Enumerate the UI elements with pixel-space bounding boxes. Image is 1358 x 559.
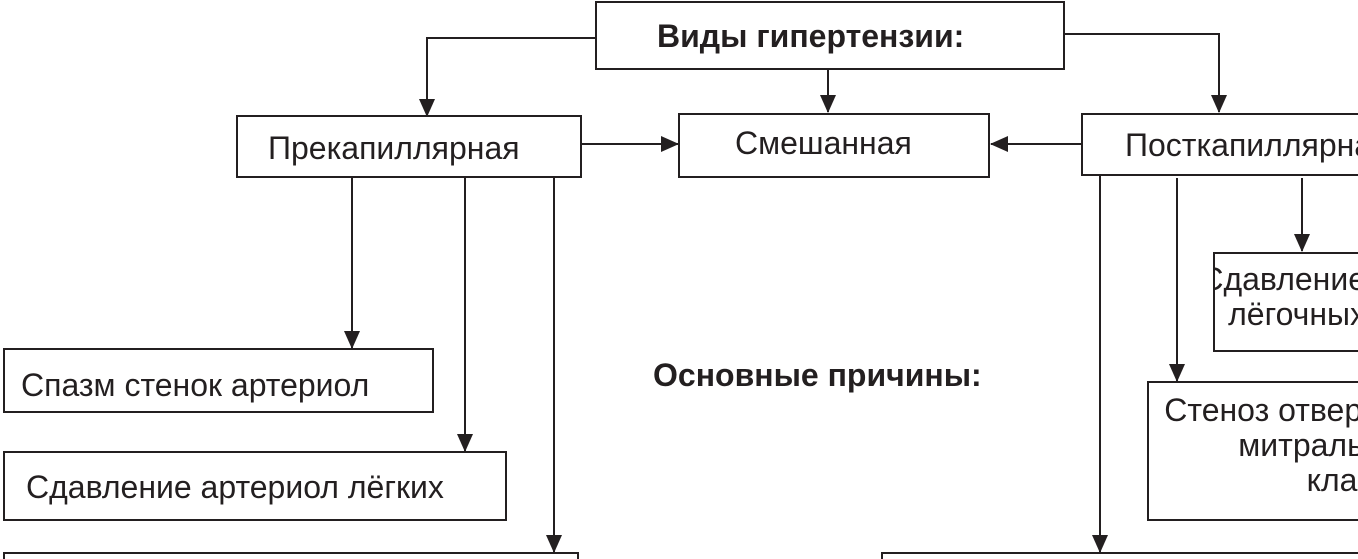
cause-pulmonary-compression-line-1: Сдавление — [1215, 261, 1358, 297]
cause-mitral-stenosis-line-3: клапана — [1306, 462, 1358, 498]
root-label: Виды гипертензии: — [657, 18, 965, 54]
cause-pulmonary-compression-line-2: лёгочных — [1228, 296, 1358, 332]
cause-mitral-stenosis-text: Стеноз отверстия митрального клапана — [1164, 393, 1358, 498]
postcapillary-label: Посткапиллярная — [1125, 127, 1358, 163]
cause-mitral-stenosis-box: Стеноз отверстия митрального клапана — [1147, 381, 1358, 521]
cause-arteriole-compression-label: Сдавление артериол лёгких — [26, 469, 444, 505]
arrow-root-to-postcapillary — [1064, 33, 1227, 113]
cause-arteriole-compression-box: Сдавление артериол лёгких — [3, 451, 507, 521]
postcapillary-box: Посткапиллярная — [1081, 113, 1358, 176]
precapillary-label: Прекапиллярная — [268, 130, 520, 166]
cause-spasm-box: Спазм стенок артериол — [3, 348, 434, 413]
cause-spasm-label: Спазм стенок артериол — [21, 367, 370, 403]
root-box: Виды гипертензии: — [595, 1, 1065, 70]
precapillary-bottom-cause-box — [3, 552, 579, 559]
cause-mitral-stenosis-line-1: Стеноз отверстия — [1164, 392, 1358, 428]
cause-mitral-stenosis-line-2: митрального — [1238, 427, 1358, 463]
precapillary-box: Прекапиллярная — [236, 115, 582, 178]
cause-pulmonary-compression-box: Сдавление лёгочных — [1213, 252, 1358, 352]
postcapillary-bottom-cause-box — [881, 552, 1358, 559]
arrow-root-to-precapillary — [419, 37, 595, 117]
cause-pulmonary-compression-text: Сдавление лёгочных — [1215, 261, 1358, 332]
causes-heading: Основные причины: — [653, 357, 982, 393]
mixed-label: Смешанная — [735, 125, 912, 161]
mixed-box: Смешанная — [678, 113, 990, 178]
